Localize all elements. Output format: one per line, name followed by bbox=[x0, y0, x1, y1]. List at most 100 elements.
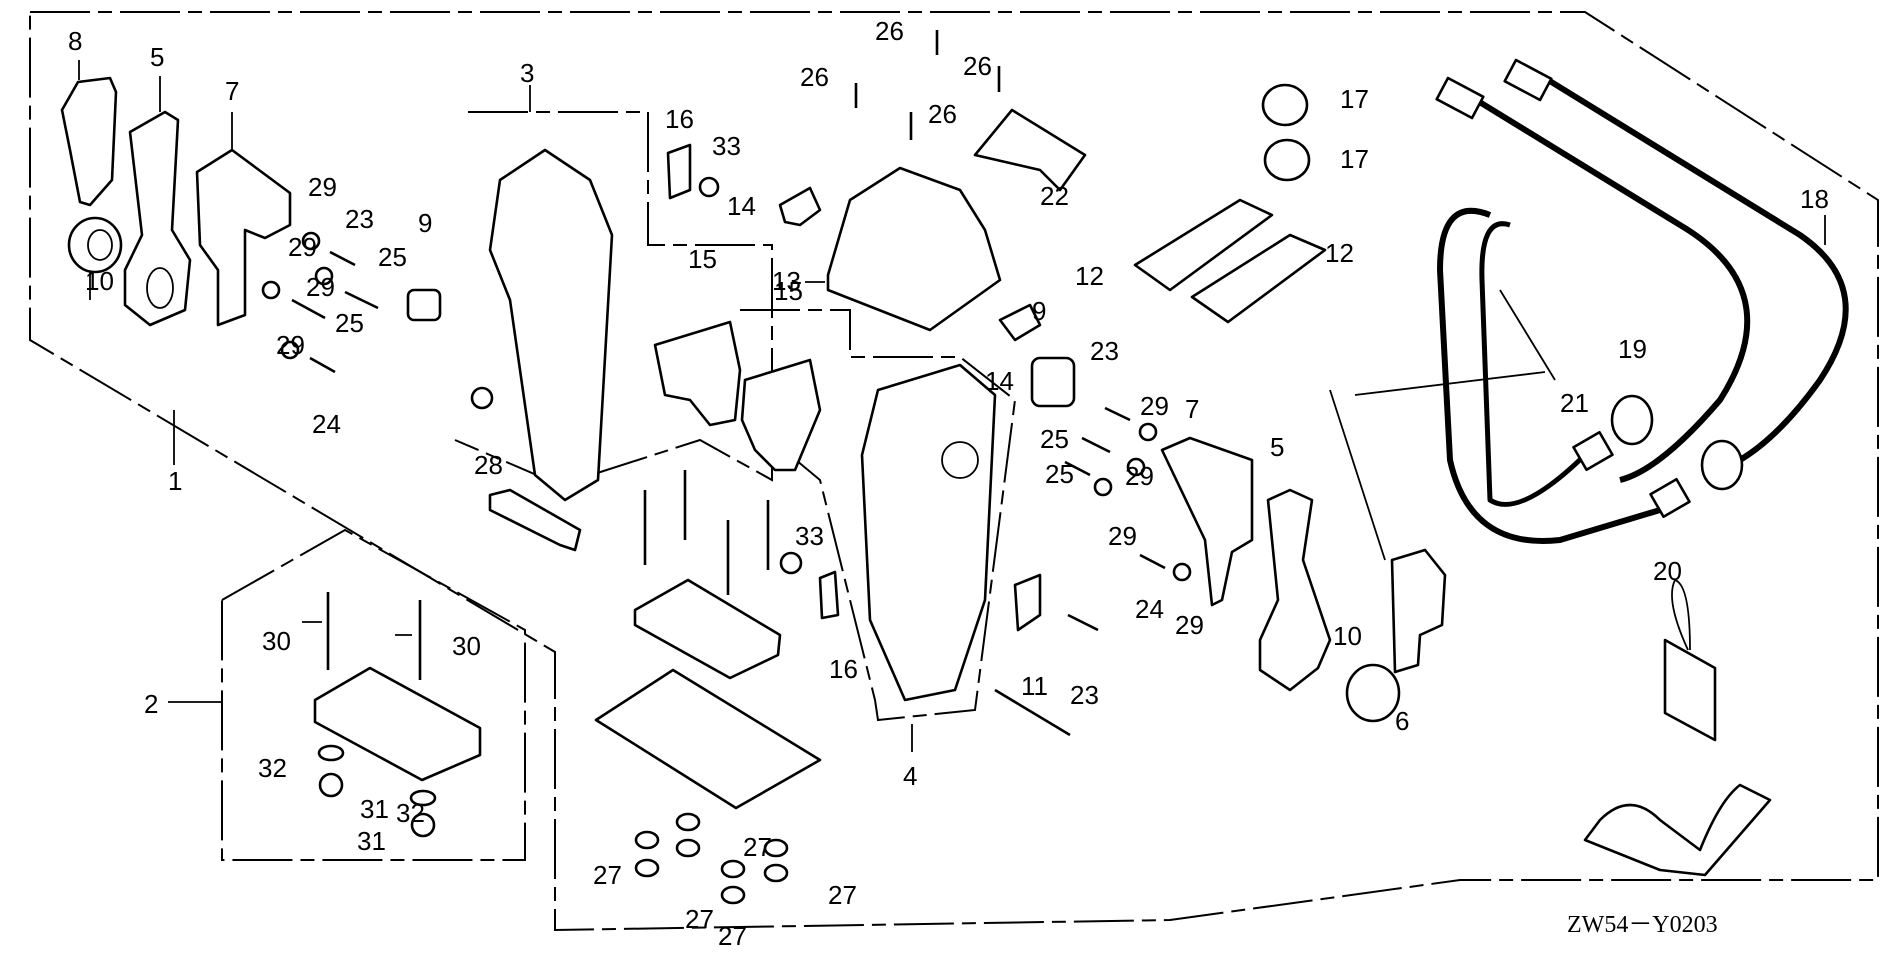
callout-label-27: 27 bbox=[718, 921, 747, 951]
callout-label-23: 23 bbox=[1090, 336, 1119, 366]
washer-part bbox=[1093, 477, 1113, 497]
nut-33-part bbox=[698, 176, 720, 198]
callout-label-19: 19 bbox=[1618, 334, 1647, 364]
cable-holder-b-part bbox=[818, 570, 840, 620]
callout-label-7: 7 bbox=[225, 76, 239, 106]
callout-label-24: 24 bbox=[1135, 594, 1164, 624]
callout-label-25: 25 bbox=[335, 308, 364, 338]
grommet-part bbox=[1261, 83, 1309, 127]
callout-label-14: 14 bbox=[985, 366, 1014, 396]
callout-label-29: 29 bbox=[1175, 610, 1204, 640]
nut-27-part bbox=[634, 830, 660, 850]
connector-21-part bbox=[1572, 430, 1614, 472]
callout-label-26: 26 bbox=[928, 99, 957, 129]
callout-label-23: 23 bbox=[345, 204, 374, 234]
leader-21 bbox=[1354, 371, 1546, 396]
callout-label-10: 10 bbox=[85, 266, 114, 296]
spacer-kit-2-boundary bbox=[221, 528, 526, 861]
nut-27-part bbox=[675, 812, 701, 832]
assembly-1-boundary bbox=[29, 11, 1879, 932]
leader-21b bbox=[1499, 289, 1556, 381]
callout-label-31: 31 bbox=[360, 794, 389, 824]
callout-label-23: 23 bbox=[1070, 680, 1099, 710]
callout-label-29: 29 bbox=[306, 272, 335, 302]
parts bbox=[60, 30, 1849, 905]
callout-label-4: 4 bbox=[903, 761, 917, 791]
lever-arm-hole bbox=[146, 267, 174, 309]
callout-label-27: 27 bbox=[743, 832, 772, 862]
nut-27-part bbox=[720, 859, 746, 879]
connector-plug bbox=[1503, 58, 1553, 102]
gasket-plate-part bbox=[740, 358, 822, 472]
callout-label-8: 8 bbox=[68, 26, 82, 56]
screw-part bbox=[1067, 613, 1099, 632]
callout-label-9: 9 bbox=[1032, 296, 1046, 326]
callout-label-14: 14 bbox=[727, 191, 756, 221]
washer-part bbox=[1138, 422, 1158, 442]
callout-label-27: 27 bbox=[685, 904, 714, 934]
tag-string bbox=[1671, 578, 1691, 651]
callout-label-5: 5 bbox=[150, 42, 164, 72]
nut-27-part bbox=[634, 858, 660, 878]
bushing-right-part bbox=[1345, 663, 1401, 723]
callout-label-12: 12 bbox=[1075, 261, 1104, 291]
callout-label-18: 18 bbox=[1800, 184, 1829, 214]
washer-part bbox=[301, 231, 321, 251]
bushing-hole bbox=[87, 229, 113, 261]
cable-holder-part bbox=[666, 143, 692, 200]
bracket-part bbox=[1190, 233, 1327, 324]
callout-label-25: 25 bbox=[1045, 459, 1074, 489]
callout-label-11: 11 bbox=[1021, 671, 1048, 701]
screw-part bbox=[309, 356, 336, 374]
connector-plug bbox=[1435, 76, 1485, 120]
cable-harness-part bbox=[1538, 72, 1849, 473]
callout-label-5: 5 bbox=[1270, 432, 1284, 462]
callout-label-29: 29 bbox=[276, 330, 305, 360]
box-3-boundary bbox=[454, 111, 773, 487]
callout-label-21: 21 bbox=[1560, 388, 1589, 418]
callout-label-30: 30 bbox=[452, 631, 481, 661]
nut-27-part bbox=[720, 885, 746, 905]
clamp-part bbox=[998, 303, 1042, 342]
washer-part bbox=[314, 266, 334, 286]
lever-arm-right-part bbox=[1258, 488, 1332, 692]
box-right-shaft bbox=[941, 441, 979, 479]
callout-label-3: 3 bbox=[520, 58, 534, 88]
callout-label-33: 33 bbox=[795, 521, 824, 551]
tag-part bbox=[1663, 638, 1717, 742]
cap-part bbox=[406, 288, 442, 322]
grommet-part bbox=[1263, 138, 1311, 182]
screw-part bbox=[329, 250, 356, 267]
callout-label-29: 29 bbox=[308, 172, 337, 202]
lever-arm-part bbox=[123, 110, 192, 327]
callout-label-33: 33 bbox=[712, 131, 741, 161]
callout-label-25: 25 bbox=[378, 242, 407, 272]
wire-harness-part bbox=[1437, 207, 1661, 544]
callout-label-26: 26 bbox=[963, 51, 992, 81]
callout-label-27: 27 bbox=[828, 880, 857, 910]
clamp-part bbox=[778, 186, 822, 227]
leader-6 bbox=[1329, 389, 1386, 561]
callout-label-7: 7 bbox=[1185, 394, 1199, 424]
washer-part bbox=[261, 280, 281, 300]
bushing-part bbox=[67, 216, 123, 274]
screw-part bbox=[291, 298, 326, 320]
callout-label-20: 20 bbox=[1653, 556, 1682, 586]
washer-32-part bbox=[317, 744, 345, 762]
callout-label-29: 29 bbox=[1125, 461, 1154, 491]
nut-27-part bbox=[763, 838, 789, 858]
spacer-part bbox=[313, 666, 482, 782]
base-plate-part bbox=[594, 668, 822, 810]
callout-label-15: 15 bbox=[688, 244, 717, 274]
wire-harness-inner bbox=[1479, 221, 1592, 507]
callout-label-30: 30 bbox=[262, 626, 291, 656]
clip-part bbox=[1013, 573, 1042, 632]
diagram-code: ZW54－Y0203 bbox=[1567, 912, 1718, 938]
nut-33b-part bbox=[779, 551, 803, 575]
box-right-part bbox=[860, 363, 997, 702]
callout-label-12: 12 bbox=[1325, 238, 1354, 268]
box-left-part bbox=[488, 148, 614, 502]
callout-label-16: 16 bbox=[665, 104, 694, 134]
nut-27-part bbox=[675, 838, 701, 858]
